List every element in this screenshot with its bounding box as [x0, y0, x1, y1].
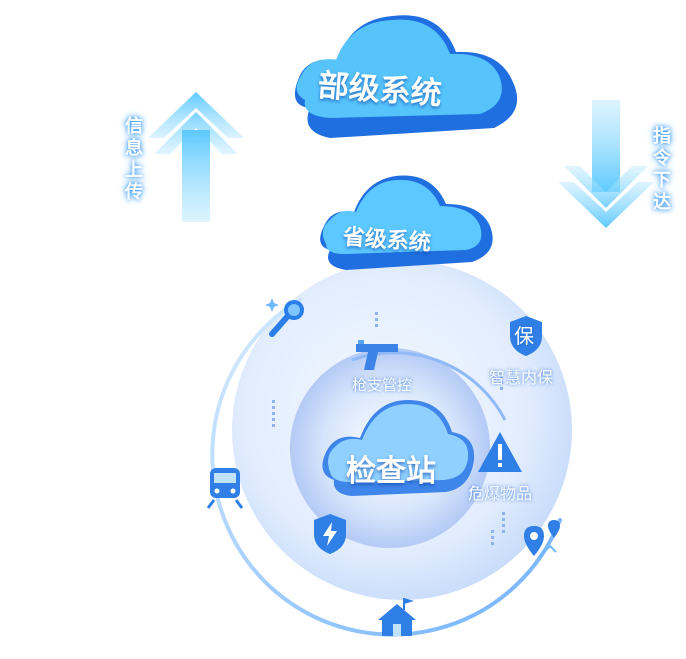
down-arrow-char: 下: [653, 170, 671, 191]
up-arrow-label: 信 息 上 传: [123, 116, 145, 204]
down-arrow-char: 令: [653, 148, 671, 169]
up-arrow: [148, 92, 244, 222]
top-cloud-label: 部级系统: [316, 67, 443, 113]
mid-cloud-label: 省级系统: [342, 223, 432, 257]
hazard-node-label: 危爆物品: [468, 484, 533, 503]
gun-icon: [356, 340, 398, 370]
microphone-icon: [265, 298, 304, 337]
down-arrow-char: 指: [653, 126, 671, 147]
up-arrow-char: 息: [125, 138, 143, 159]
mid-cloud-shape: [320, 175, 493, 270]
lightning-shield-icon: [314, 514, 346, 554]
down-arrow: [558, 100, 654, 228]
location-pin-icon: [524, 520, 560, 559]
train-icon: [206, 468, 244, 509]
down-arrow-char: 达: [653, 192, 671, 213]
up-arrow-char: 上: [125, 160, 143, 181]
up-arrow-char: 信: [125, 116, 143, 137]
gun-node-label: 枪支管控: [352, 376, 413, 394]
shield-node-label: 智慧内保: [489, 368, 554, 387]
top-cloud-shape: [294, 15, 518, 138]
down-arrow-label: 指 令 下 达: [651, 126, 673, 214]
house-icon: [378, 598, 416, 636]
shield-badge-text: 保: [514, 324, 534, 348]
center-cloud-label: 检查站: [346, 454, 436, 489]
outer-ring: [210, 298, 562, 637]
center-cloud-shape: [322, 400, 475, 496]
warning-icon: [478, 432, 522, 472]
shield-icon: [510, 316, 542, 356]
up-arrow-char: 传: [125, 182, 143, 203]
